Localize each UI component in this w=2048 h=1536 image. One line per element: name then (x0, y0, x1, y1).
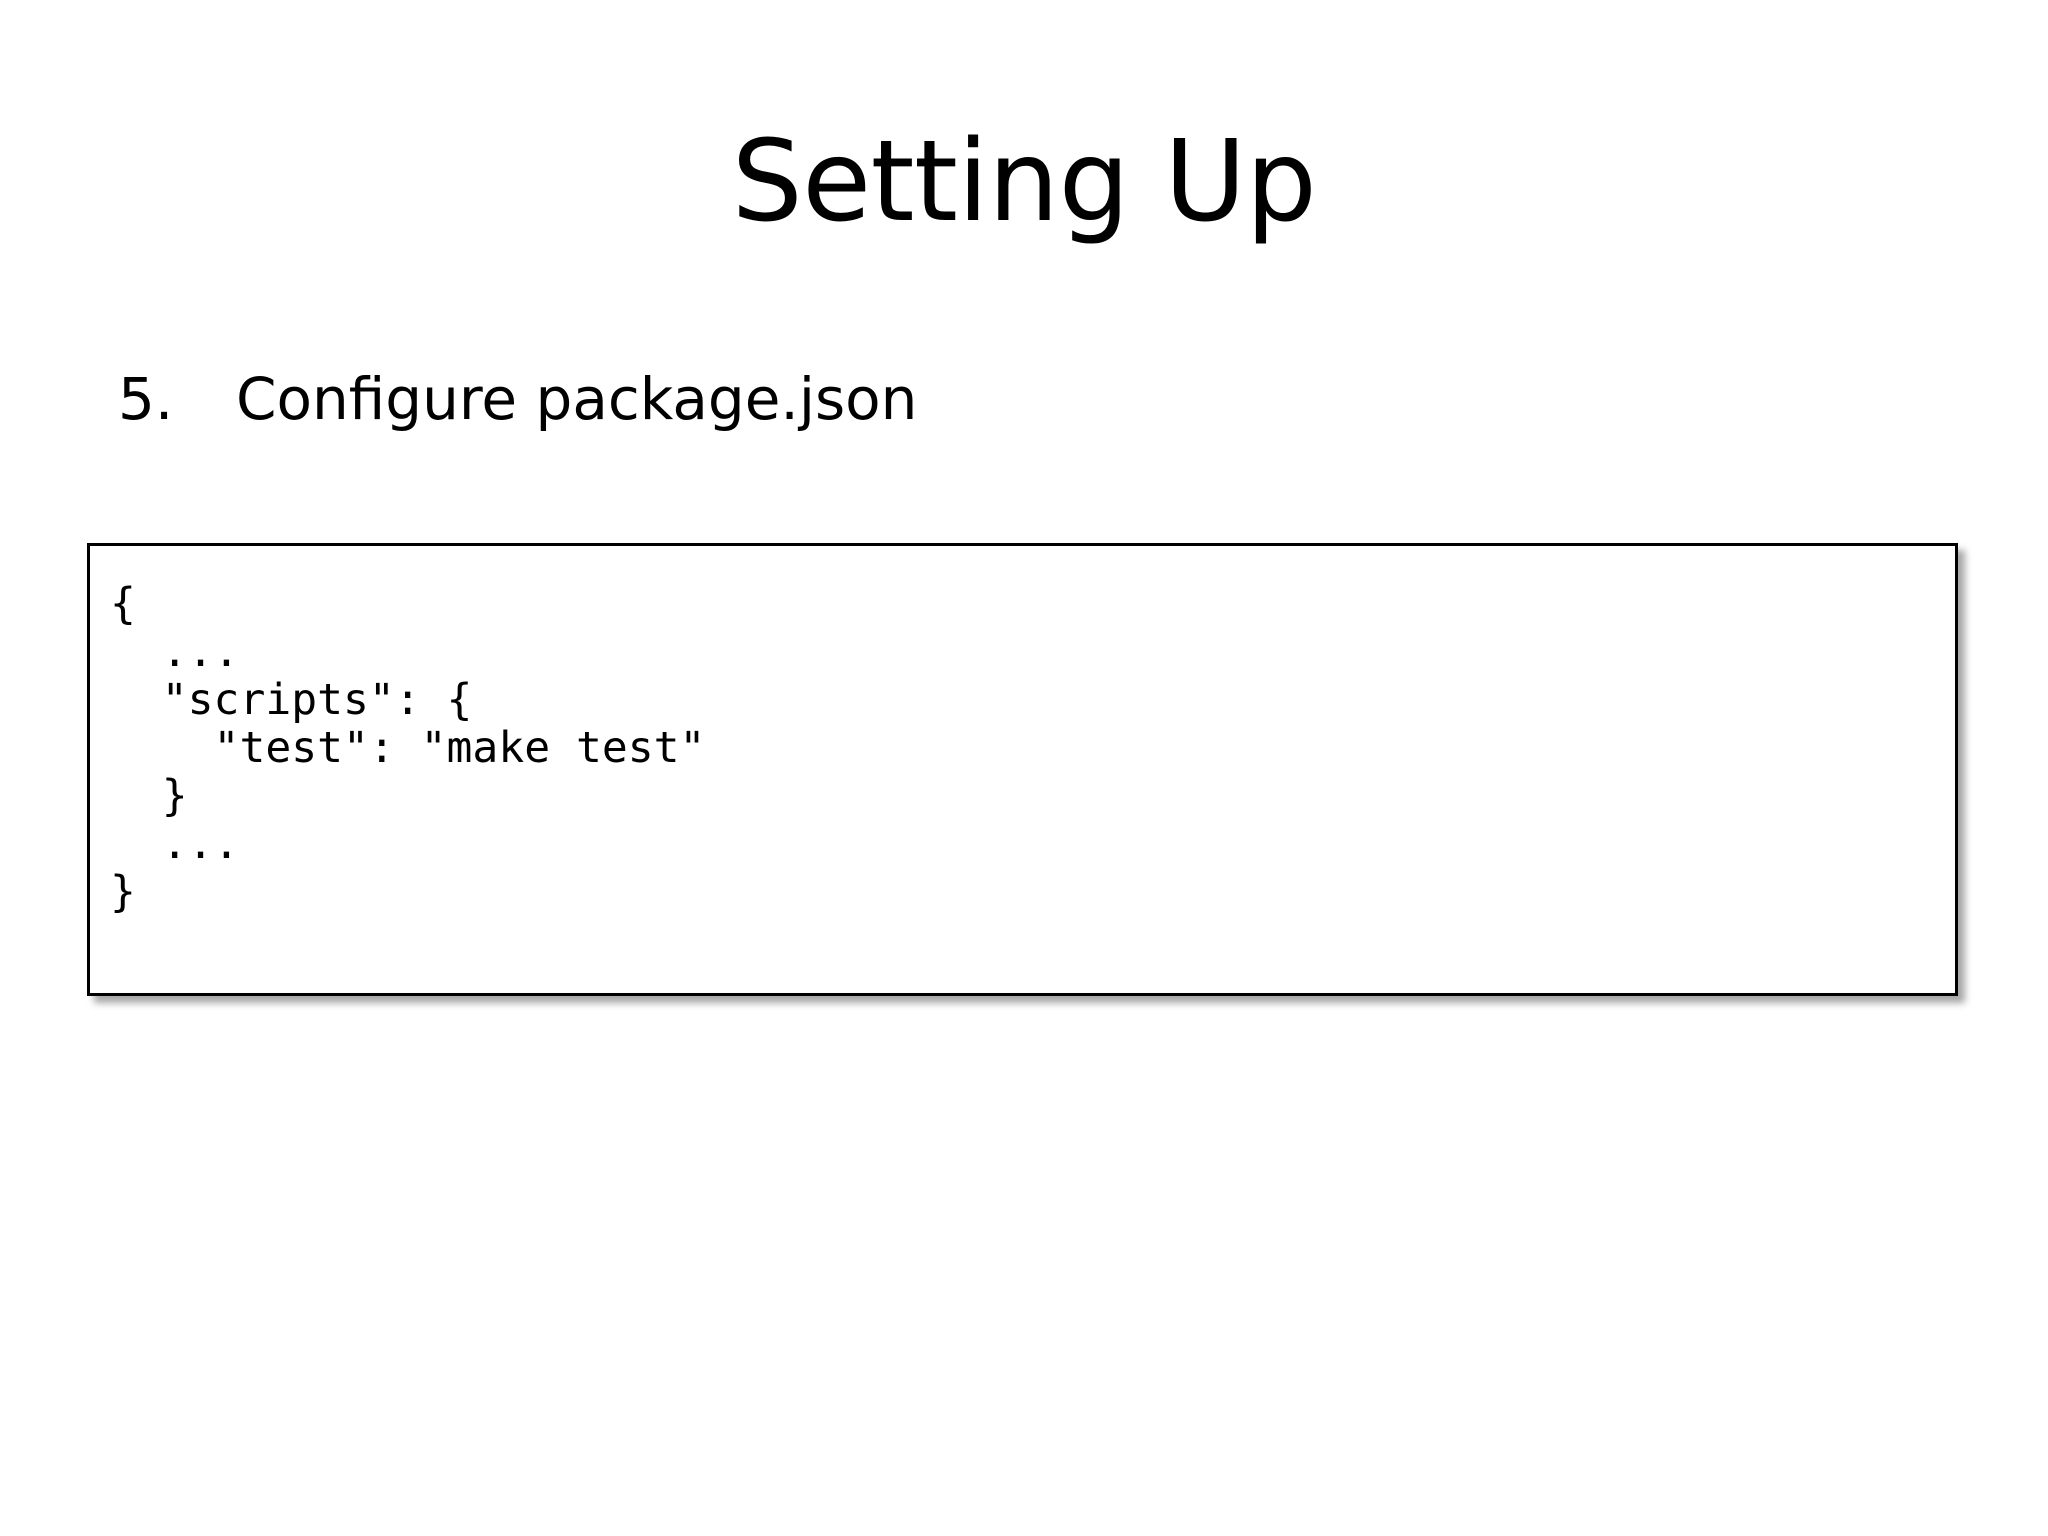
code-line: ... (110, 627, 240, 677)
code-block-content: { ... "scripts": { "test": "make test" }… (110, 580, 705, 916)
list-item-label: Configure package.json (236, 365, 918, 433)
code-line: { (110, 579, 136, 629)
code-block-panel: { ... "scripts": { "test": "make test" }… (87, 543, 1958, 996)
code-line: "scripts": { (110, 675, 473, 725)
numbered-list: 5. Configure package.json (118, 364, 1918, 435)
code-line: } (110, 771, 188, 821)
code-line: "test": "make test" (110, 723, 706, 773)
list-item: 5. Configure package.json (118, 364, 1918, 435)
page-title: Setting Up (731, 117, 1317, 247)
list-item-marker: 5. (118, 365, 174, 433)
code-line: ... (110, 819, 240, 869)
code-line: } (110, 867, 136, 917)
